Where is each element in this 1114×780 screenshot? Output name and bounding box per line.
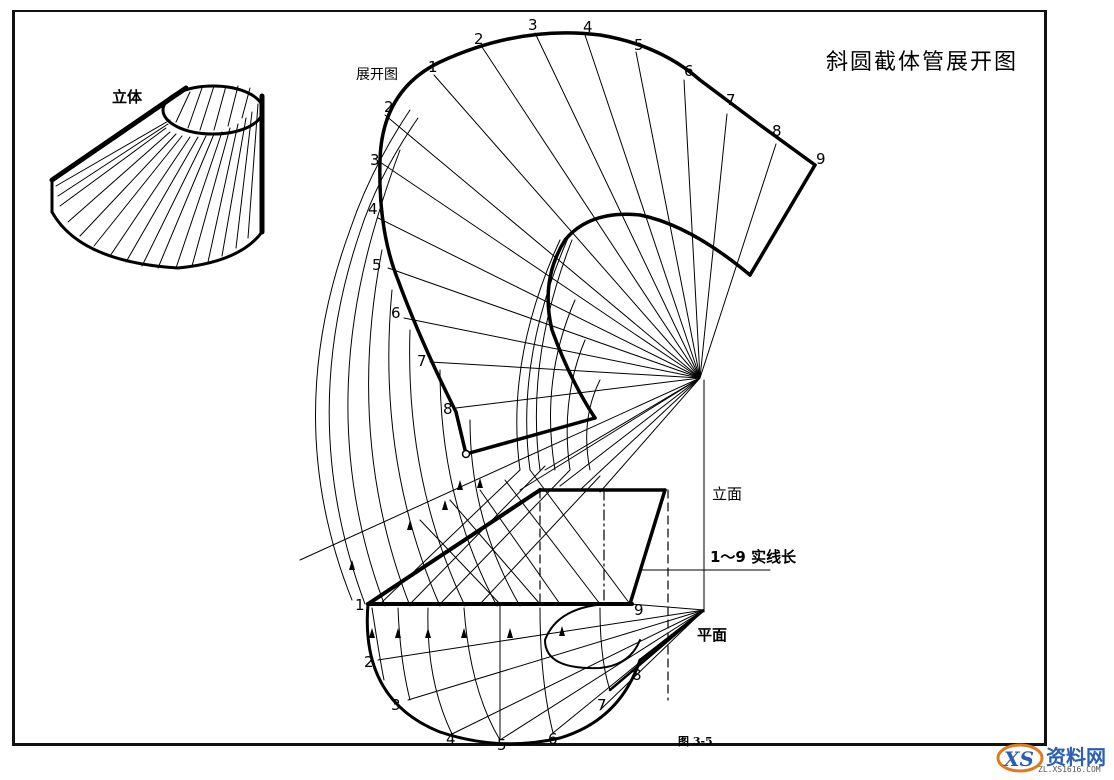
arrow-markers — [349, 478, 565, 638]
plan-point-7: 7 — [597, 696, 607, 714]
development-outline — [378, 31, 817, 456]
dev-top-point-2: 2 — [474, 30, 484, 48]
solid-label: 立体 — [112, 88, 143, 106]
plan-point-6: 6 — [548, 730, 558, 748]
watermark-text: 资料网 — [1046, 745, 1106, 769]
dev-top-point-7: 7 — [726, 91, 736, 109]
dev-left-point-2: 2 — [384, 98, 394, 116]
plan-point-8: 8 — [632, 666, 642, 684]
solid-view — [49, 84, 265, 270]
dev-left-point-8: 8 — [443, 400, 453, 418]
figure-caption: 图 3-5 — [678, 735, 713, 748]
elevation-view — [366, 465, 771, 701]
dev-left-point-4: 4 — [368, 200, 378, 218]
plan-point-5: 5 — [497, 736, 507, 754]
development-label: 展开图 — [356, 67, 398, 83]
dev-left-point-5: 5 — [372, 256, 382, 274]
plan-label: 平面 — [697, 626, 728, 644]
dev-top-point-1: 1 — [428, 58, 438, 76]
dev-top-point-8: 8 — [772, 122, 782, 140]
plan-point-4: 4 — [446, 730, 456, 748]
dev-top-point-5: 5 — [634, 36, 644, 54]
drawing-frame — [12, 10, 1047, 746]
plan-point-2: 2 — [364, 653, 374, 671]
watermark-logo-icon: XS — [996, 743, 1044, 773]
plan-point-9: 9 — [634, 601, 644, 619]
dev-left-point-3: 3 — [370, 151, 380, 169]
dev-top-point-6: 6 — [684, 62, 694, 80]
svg-text:XS: XS — [1002, 747, 1034, 771]
construction-arcs — [315, 109, 601, 607]
dev-top-point-4: 4 — [583, 18, 593, 36]
dev-top-point-3: 3 — [528, 16, 538, 34]
elevation-label: 立面 — [712, 485, 743, 503]
watermark-url: ZL.XS1616.COM — [1038, 765, 1101, 774]
plan-point-1: 1 — [355, 596, 365, 614]
dev-left-point-7: 7 — [417, 352, 427, 370]
dev-left-point-6: 6 — [391, 304, 401, 322]
dev-top-point-9: 9 — [816, 150, 826, 168]
true-length-label: 1～9 实线长 — [710, 548, 797, 566]
plan-point-3: 3 — [391, 696, 401, 714]
figure-title: 斜圆截体管展开图 — [826, 50, 1019, 75]
plan-view — [365, 602, 705, 746]
